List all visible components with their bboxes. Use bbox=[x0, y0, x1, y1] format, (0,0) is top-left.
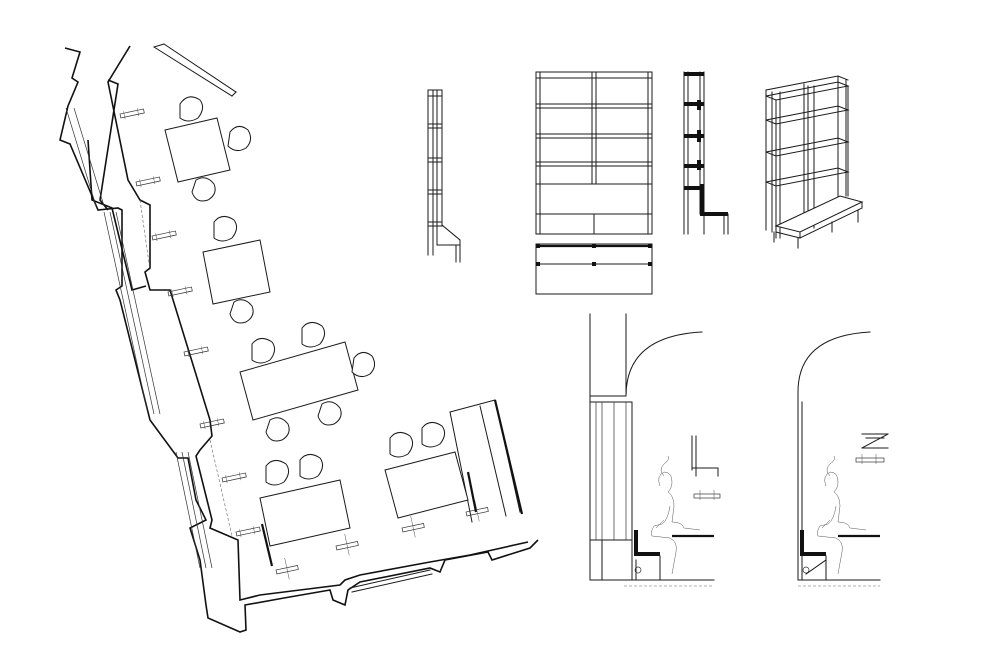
plan-walls bbox=[59, 43, 539, 633]
shelf-plan bbox=[535, 243, 653, 295]
shelf-axonometric bbox=[765, 75, 864, 249]
wall-section-1 bbox=[589, 313, 721, 587]
plan-tables bbox=[164, 117, 469, 547]
floor-plan bbox=[59, 43, 539, 633]
shelf-side-elevation bbox=[427, 89, 461, 263]
shelf-front-elevation bbox=[535, 71, 653, 235]
wall-section-2 bbox=[797, 331, 889, 587]
plan-shelf-brackets bbox=[119, 108, 489, 580]
plan-chairs bbox=[179, 96, 446, 486]
shelf-section bbox=[683, 71, 729, 235]
